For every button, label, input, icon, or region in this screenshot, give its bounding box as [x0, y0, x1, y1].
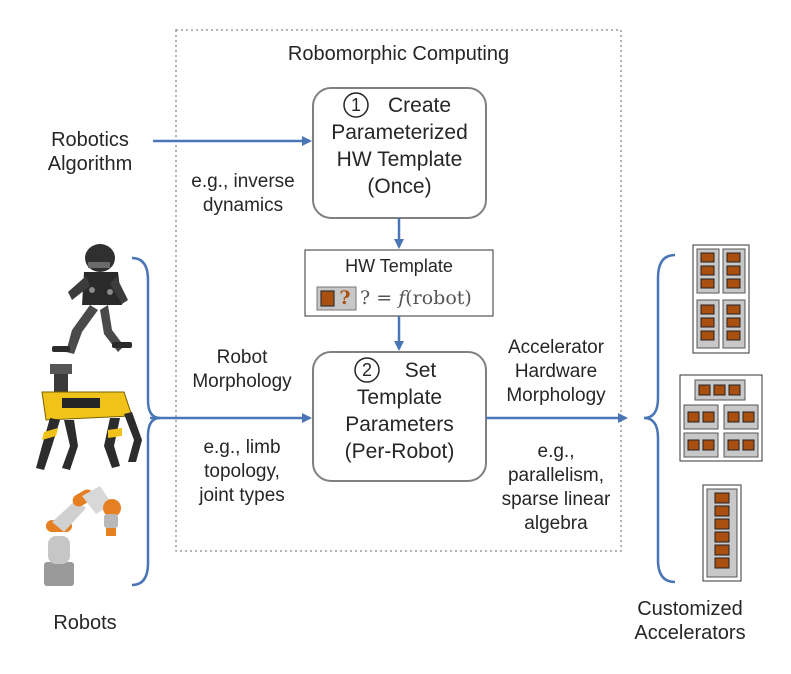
step1-title: Create Parameterized HW Template (Once)	[331, 94, 468, 198]
accelerators-brace	[643, 253, 676, 584]
step1-number: 1	[350, 95, 361, 115]
step2-number: 2	[361, 360, 372, 380]
hw-morphology-label: Accelerator Hardware Morphology	[506, 337, 606, 406]
template-formula: ? = f(robot)	[360, 287, 472, 309]
quadruped-robot-picture	[36, 364, 142, 470]
accelerator-chip-2	[679, 374, 763, 462]
robots-brace	[131, 256, 161, 587]
step2-box	[312, 351, 487, 482]
step2-title: Set Template Parameters (Per-Robot)	[344, 359, 455, 463]
step1-number-circle	[343, 92, 369, 118]
frame-title: Robomorphic Computing	[287, 43, 510, 65]
step2-number-circle	[354, 357, 380, 383]
accelerator-chip-3	[702, 484, 742, 582]
algorithm-example: e.g., inverse dynamics	[191, 171, 295, 216]
morphology-label: Robot Morphology	[192, 347, 292, 392]
accelerator-chip-1	[692, 244, 750, 354]
hw-example: e.g., parallelism, sparse linear algebra	[501, 441, 611, 534]
algorithm-label: Robotics Algorithm	[47, 129, 133, 175]
humanoid-robot-picture	[52, 244, 132, 354]
robot-arm-picture	[44, 486, 121, 586]
robomorphic-frame	[175, 29, 622, 552]
template-unit-icon	[320, 290, 335, 307]
accelerators-label: Customized Accelerators	[634, 598, 746, 644]
morphology-example: e.g., limb topology, joint types	[199, 437, 285, 506]
robots-label: Robots	[53, 612, 117, 634]
hw-template-title: HW Template	[345, 256, 453, 276]
template-unit-qmark: ?	[339, 287, 351, 309]
hw-template-box	[304, 249, 494, 317]
